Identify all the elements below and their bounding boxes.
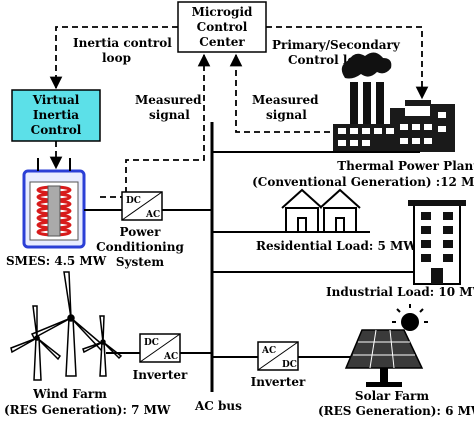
smes-icon [22, 158, 86, 249]
thermal-label-2: (Conventional Generation) :12 MW [252, 175, 474, 189]
dc-ac-converter-top: DC AC [121, 191, 163, 221]
inertia-loop-label-2: loop [102, 51, 131, 65]
measured-right-label-2: signal [266, 108, 307, 122]
smes-label: SMES: 4.5 MW [6, 254, 107, 268]
control-center-line2: Control [197, 20, 248, 34]
wind-label-1: Wind Farm [32, 387, 107, 401]
svg-text:AC: AC [163, 352, 178, 362]
measured-signal-right-line [229, 53, 330, 133]
residential-houses-icon [281, 188, 361, 233]
primary-loop-label-1: Primary/Secondary [272, 38, 401, 52]
thermal-label-1: Thermal Power Plant [337, 159, 474, 173]
virtual-inertia-block: Virtual Inertia Control [11, 89, 101, 142]
measured-right-label-1: Measured [252, 93, 319, 107]
solar-label-2: (RES Generation): 6 MW [318, 404, 474, 418]
wind-turbines-icon [10, 271, 123, 381]
pcs-label-1: Power [120, 225, 162, 239]
measured-signal-left-line [100, 53, 211, 198]
ac-dc-converter-solar: AC DC [257, 341, 299, 371]
solar-panel-icon [344, 304, 428, 387]
measured-left-label-2: signal [149, 108, 190, 122]
inverter-left-label: Inverter [133, 368, 188, 382]
virtual-inertia-line1: Virtual [32, 93, 80, 107]
inertia-loop-label-1: Inertia control [73, 36, 172, 50]
sun-icon [392, 304, 428, 331]
svg-text:AC: AC [145, 210, 160, 220]
svg-text:DC: DC [126, 196, 141, 206]
virtual-inertia-line3: Control [31, 123, 82, 137]
control-center: Microgid Control Center [177, 1, 267, 53]
svg-text:DC: DC [144, 338, 159, 348]
ac-bus-label: AC bus [194, 399, 242, 413]
residential-label: Residential Load: 5 MW [256, 239, 417, 253]
industrial-label: Industrial Load: 10 MW [326, 285, 474, 299]
thermal-plant-icon [333, 52, 455, 152]
svg-text:DC: DC [282, 360, 297, 370]
dc-ac-converter-wind: DC AC [139, 333, 181, 363]
inverter-right-label: Inverter [251, 375, 306, 389]
wind-label-2: (RES Generation): 7 MW [4, 403, 171, 417]
pcs-label-3: System [116, 255, 165, 269]
measured-left-label-1: Measured [135, 93, 202, 107]
svg-text:AC: AC [261, 346, 276, 356]
pcs-label-2: Conditioning [96, 240, 184, 254]
inertia-loop-line [49, 26, 178, 90]
primary-secondary-loop-line [266, 26, 429, 100]
control-center-line1: Microgid [192, 5, 253, 19]
virtual-inertia-line2: Inertia [33, 108, 79, 122]
industrial-building-icon [408, 200, 466, 285]
control-center-line3: Center [199, 35, 245, 49]
solar-label-1: Solar Farm [355, 389, 429, 403]
